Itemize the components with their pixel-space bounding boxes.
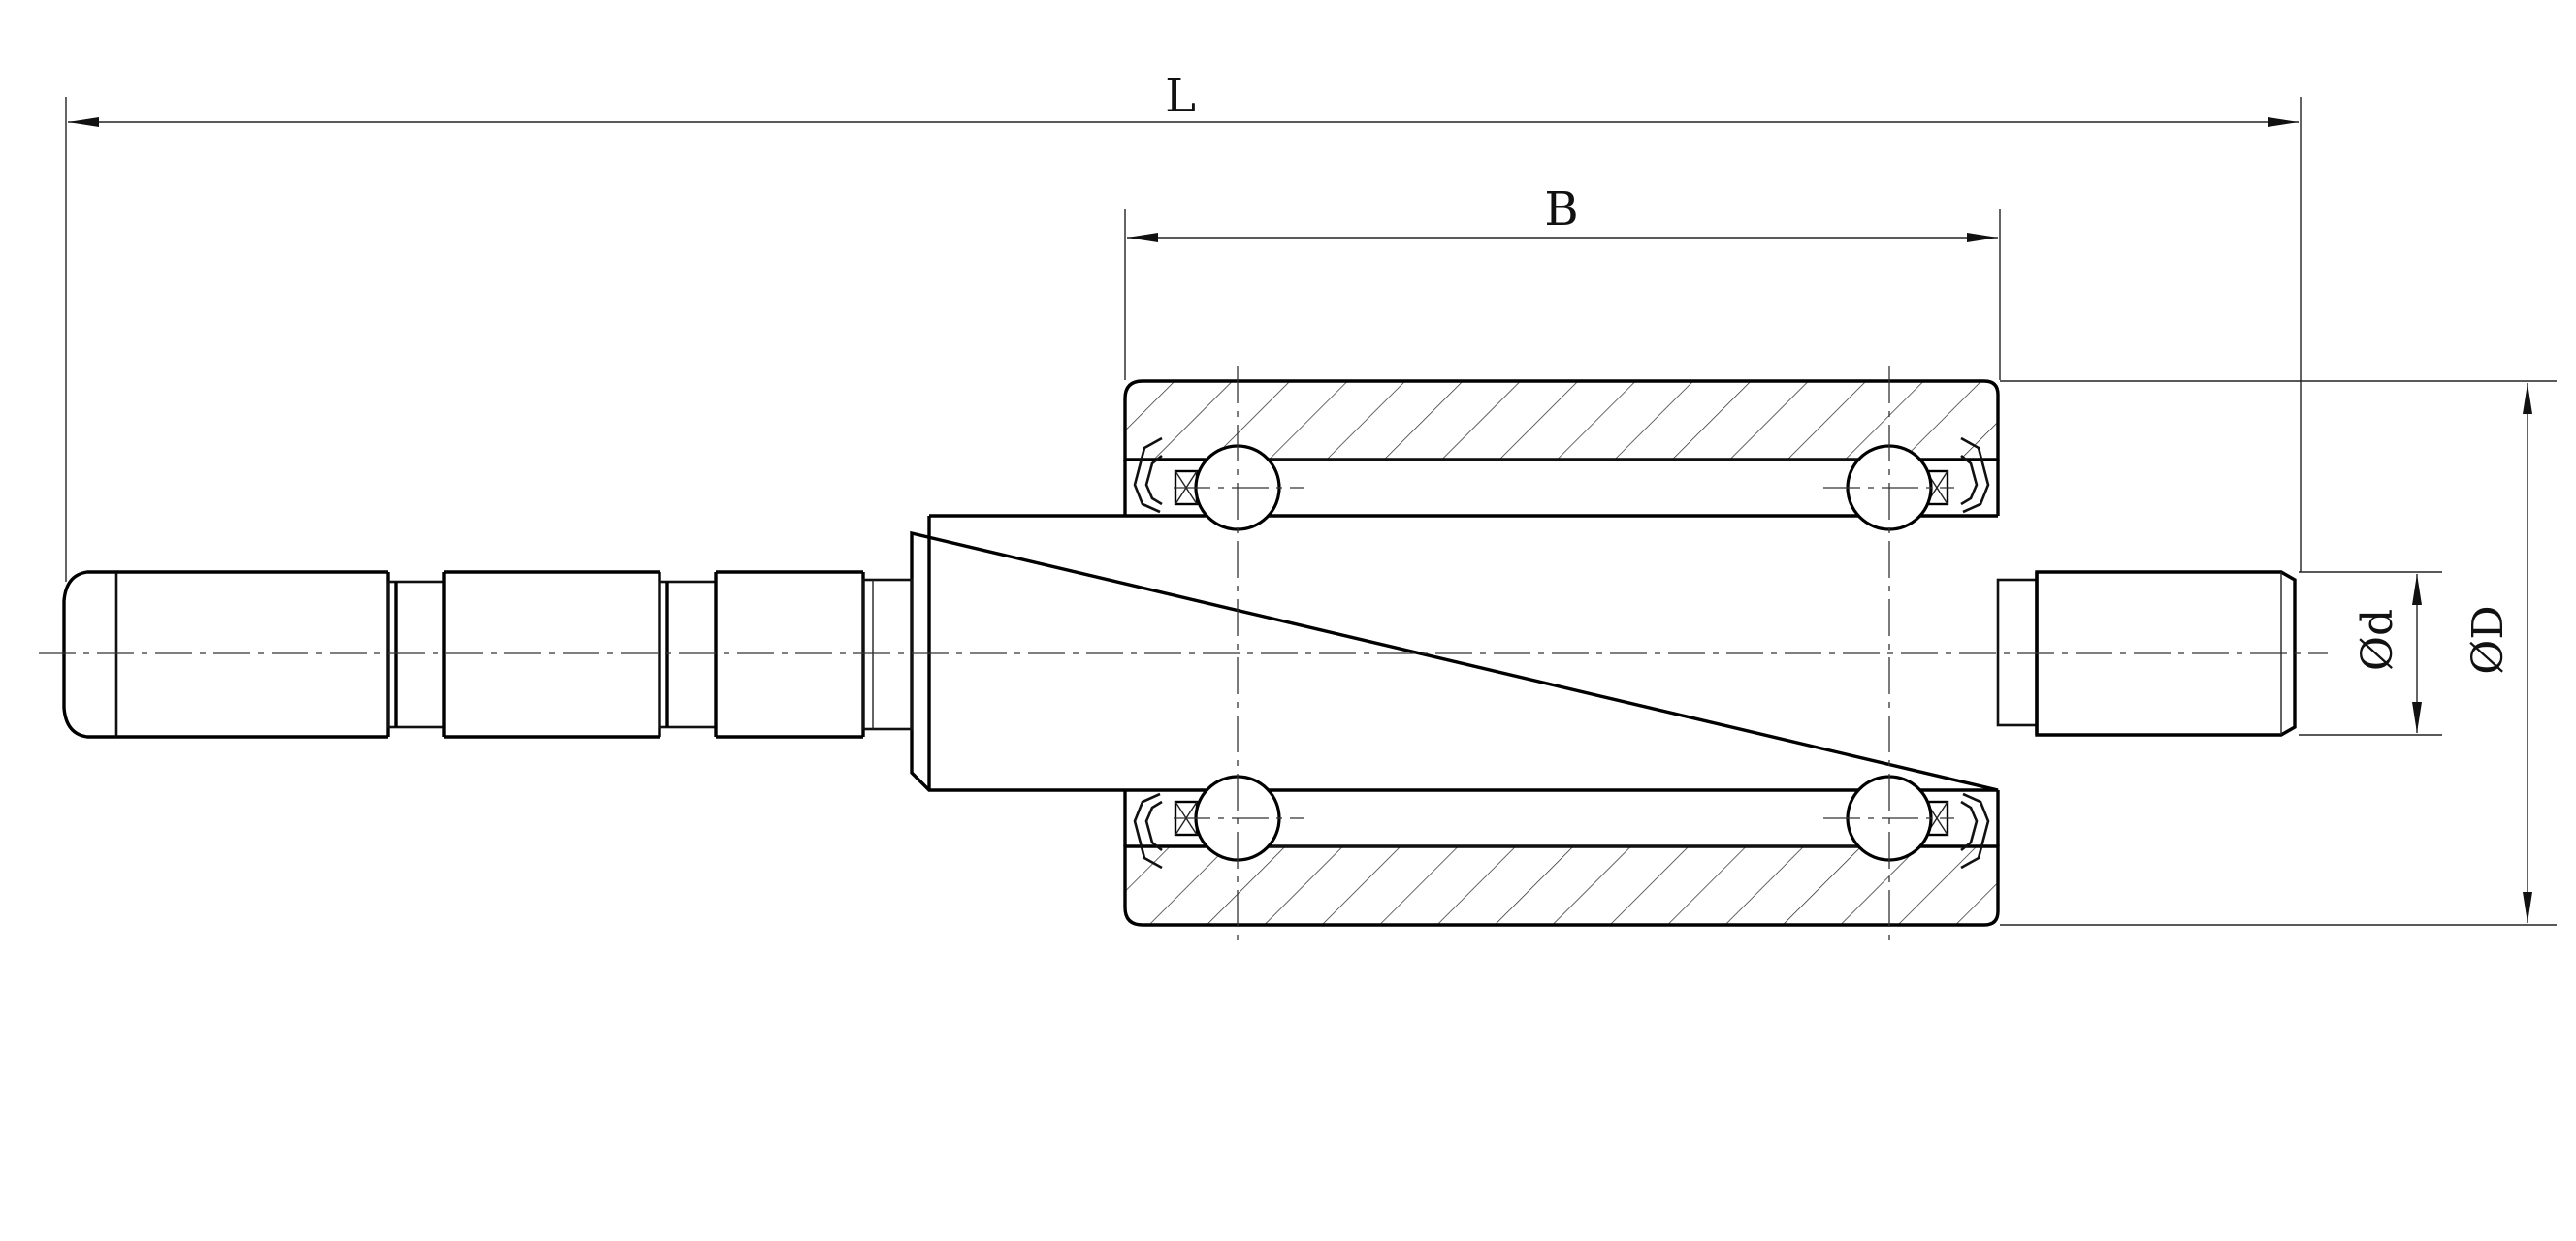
arrowhead [1967,233,1998,242]
dimension-D: ØD [2000,380,2557,926]
shaft-left [62,570,914,739]
center-lines [39,366,2328,942]
housing-wall-top [1123,379,2000,461]
dimension-label-d: Ød [2353,609,2402,671]
outer-housing [1123,379,2000,927]
dimension-L: L [65,69,2302,582]
dimension-d: Ød [2299,571,2442,736]
dimension-B: B [1124,182,2001,380]
dimension-label-B: B [1544,182,1578,237]
housing-wall-bottom [1123,844,2000,927]
dimension-label-D: ØD [2463,605,2513,674]
arrowhead [68,117,99,127]
dimension-label-L: L [1165,69,1196,123]
arrowhead [2268,117,2299,127]
arrowhead [1127,233,1158,242]
